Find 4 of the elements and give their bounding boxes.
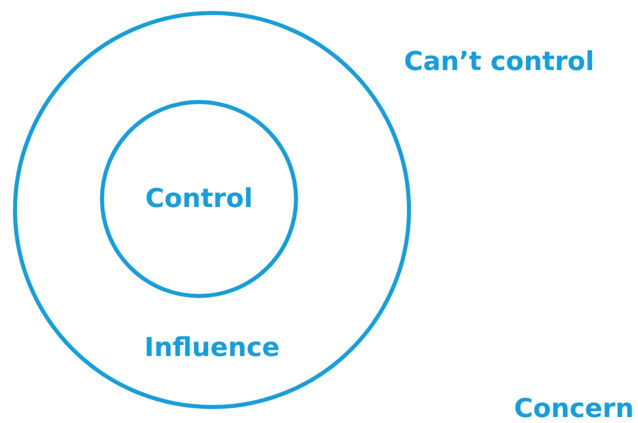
region-label: Can’t control (404, 47, 594, 77)
region-label: Concern (514, 394, 634, 423)
circle-label: Influence (144, 333, 280, 363)
circle-label: Control (145, 184, 253, 214)
